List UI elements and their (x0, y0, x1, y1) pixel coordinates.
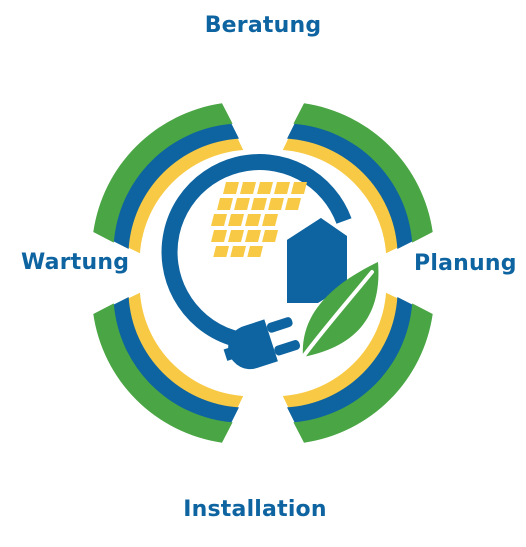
leaf-vein (301, 270, 374, 359)
arc-bottom-left (93, 292, 244, 443)
solar-plug-leaf-icon (161, 154, 379, 370)
arc-stripe-green (293, 303, 433, 443)
arc-stripe-green (293, 103, 433, 243)
arc-stripe-green (93, 303, 233, 443)
arc-stripe-blue (108, 118, 239, 249)
plug-prong-top (266, 317, 293, 333)
arc-stripe-blue (287, 118, 418, 249)
arc-stripe-blue (108, 297, 239, 428)
arc-stripe-green (93, 103, 233, 243)
solar-panel-icon (211, 182, 307, 257)
stage-label-installation: Installation (183, 497, 327, 522)
arc-bottom-right (282, 292, 433, 443)
plug-icon (223, 317, 301, 370)
arc-top-left (93, 103, 244, 254)
house-roof-line (287, 218, 322, 243)
plug-body (228, 319, 278, 370)
arc-top-right (282, 103, 433, 254)
plug-cable (223, 343, 247, 361)
stage-label-planung: Planung (414, 251, 517, 276)
plug-prong-bottom (274, 340, 301, 356)
arc-stripe-blue (287, 297, 418, 428)
energy-ring (161, 154, 352, 351)
stage-label-beratung: Beratung (204, 13, 322, 38)
stage-label-wartung: Wartung (21, 250, 130, 275)
house-icon (287, 218, 347, 303)
